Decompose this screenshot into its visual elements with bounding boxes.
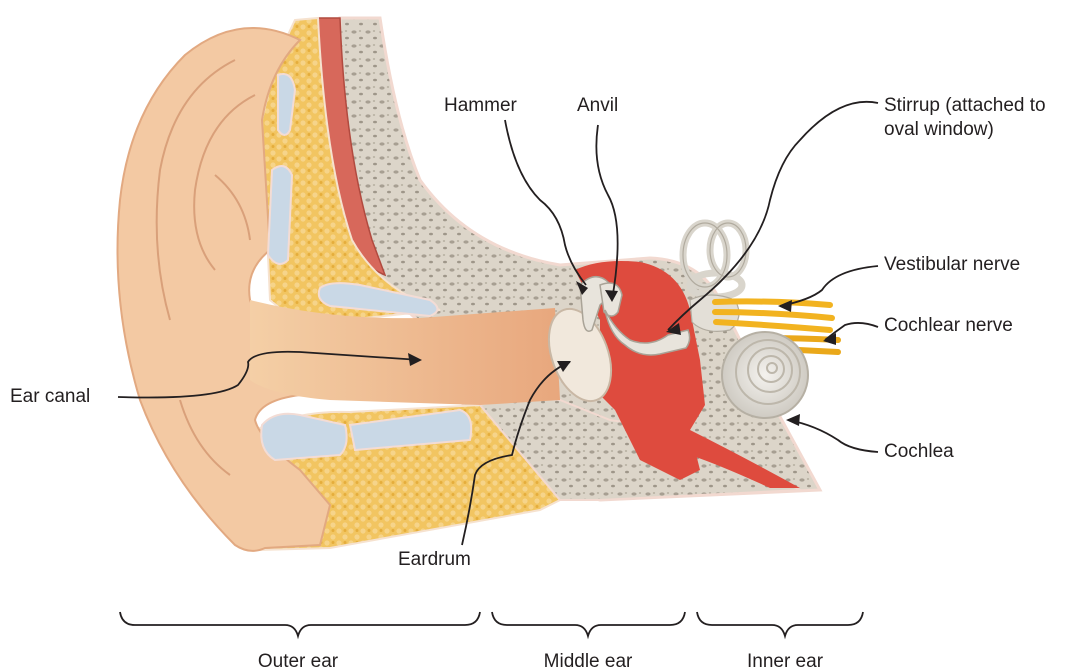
label-stirrup-line1: Stirrup (attached to	[884, 94, 1046, 118]
semicircular-canals	[683, 223, 746, 297]
inner-ear-brace	[697, 612, 863, 636]
section-braces	[120, 612, 863, 636]
label-stirrup: Stirrup (attached to oval window)	[884, 94, 1046, 142]
cartilage-upper-2	[268, 166, 292, 264]
cochlea-leader	[788, 420, 878, 452]
label-hammer: Hammer	[444, 94, 517, 118]
label-anvil: Anvil	[577, 94, 618, 118]
label-stirrup-line2: oval window)	[884, 118, 1046, 142]
label-vestibular-nerve: Vestibular nerve	[884, 253, 1020, 277]
label-eardrum: Eardrum	[398, 548, 471, 572]
middle-ear-brace	[492, 612, 685, 636]
section-label-outer-ear: Outer ear	[258, 650, 338, 671]
section-label-middle-ear: Middle ear	[544, 650, 633, 671]
label-ear-canal: Ear canal	[10, 385, 90, 409]
label-cochlea: Cochlea	[884, 440, 954, 464]
label-cochlear-nerve: Cochlear nerve	[884, 314, 1013, 338]
outer-ear-brace	[120, 612, 480, 636]
section-label-inner-ear: Inner ear	[747, 650, 823, 671]
cochlea-shape	[722, 332, 808, 418]
